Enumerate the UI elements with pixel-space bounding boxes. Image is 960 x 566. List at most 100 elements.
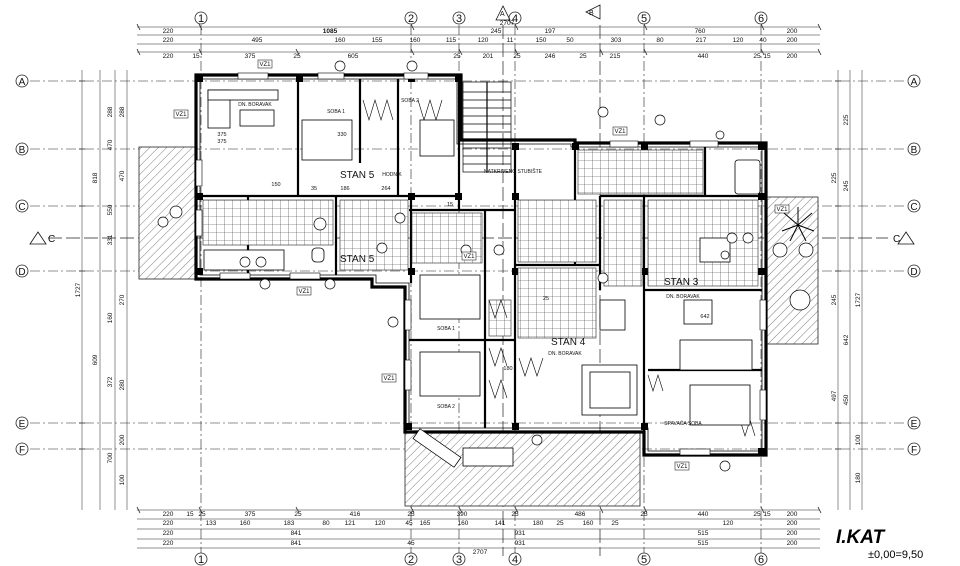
plant-icon — [781, 207, 815, 242]
svg-text:280: 280 — [119, 379, 126, 390]
svg-text:200: 200 — [787, 53, 798, 60]
table-stan5 — [239, 109, 275, 127]
svg-text:100: 100 — [855, 434, 862, 445]
svg-text:245: 245 — [831, 294, 838, 305]
room-spavaca-soba-3: SPAVAĆA SOBA — [664, 420, 702, 427]
east-terrace — [765, 196, 819, 345]
svg-text:160: 160 — [240, 520, 251, 527]
svg-text:642: 642 — [843, 334, 850, 345]
svg-text:201: 201 — [483, 53, 494, 60]
axis-3-top: 3 — [452, 11, 466, 25]
svg-text:25: 25 — [198, 511, 206, 518]
svg-text:45: 45 — [405, 520, 413, 527]
svg-text:818: 818 — [92, 172, 99, 183]
svg-text:440: 440 — [698, 511, 709, 518]
svg-text:5: 5 — [641, 554, 647, 566]
svg-text:264: 264 — [381, 186, 390, 192]
svg-text:331: 331 — [107, 234, 114, 245]
svg-text:200: 200 — [787, 520, 798, 527]
svg-text:VZ1: VZ1 — [298, 289, 310, 295]
svg-text:6: 6 — [758, 554, 764, 566]
vz-tag: VZ1 — [257, 59, 273, 69]
section-markers: C C A B — [29, 4, 915, 245]
kitchen-tiles-5 — [202, 199, 334, 246]
svg-text:25: 25 — [579, 53, 587, 60]
svg-text:180: 180 — [503, 366, 512, 372]
svg-text:VZ1: VZ1 — [676, 464, 688, 470]
apartment-stan-5: STAN 5 — [340, 170, 375, 181]
room-soba1-4: SOBA 1 — [437, 326, 455, 332]
svg-text:200: 200 — [787, 540, 798, 547]
vertical-dimension-texts: 1727 818 609 288 470 550 331 160 372 700… — [75, 106, 862, 485]
svg-text:486: 486 — [575, 511, 586, 518]
room-stubiste: NATKRIVENO STUBIŠTE — [484, 168, 543, 175]
sofa-stan4-inner — [589, 371, 631, 409]
svg-text:80: 80 — [656, 37, 664, 44]
svg-text:497: 497 — [831, 390, 838, 401]
svg-text:1727: 1727 — [75, 282, 82, 297]
vz-tags: VZ1 VZ1 VZ1 VZ1 VZ1 VZ1 VZ1 VZ1 — [173, 59, 790, 471]
bed-stan3 — [689, 384, 751, 426]
svg-text:4: 4 — [512, 554, 518, 566]
row-axis-markers: A B C D E F A B C D E F — [15, 74, 921, 456]
svg-text:25: 25 — [407, 511, 415, 518]
svg-text:246: 246 — [545, 53, 556, 60]
apartment-stan-3: STAN 3 — [664, 277, 699, 288]
axis-e-right: E — [907, 416, 921, 430]
svg-text:E: E — [19, 419, 26, 430]
svg-text:375: 375 — [245, 53, 256, 60]
room-soba1-5: SOBA 1 — [327, 109, 345, 115]
svg-text:B: B — [589, 10, 594, 17]
svg-text:11: 11 — [507, 37, 514, 44]
svg-text:180: 180 — [533, 520, 544, 527]
svg-text:1085: 1085 — [323, 28, 338, 35]
axis-b-right: B — [907, 142, 921, 156]
axis-4-bottom: 4 — [508, 552, 522, 566]
svg-text:120: 120 — [478, 37, 489, 44]
svg-text:B: B — [911, 145, 918, 156]
svg-text:25: 25 — [513, 53, 521, 60]
svg-text:1727: 1727 — [855, 292, 862, 307]
room-dn-boravak-3: DN. BORAVAK — [666, 294, 700, 300]
svg-text:A: A — [500, 11, 505, 18]
apartment-labels: STAN 5 STAN 5 STAN 4 STAN 3 — [340, 170, 699, 348]
svg-text:515: 515 — [698, 540, 709, 547]
vz-tag: VZ1 — [461, 251, 477, 261]
interior-dimension-texts: 375 330 375 150 186 264 35 15 25 180 642 — [217, 132, 709, 372]
svg-text:C: C — [893, 234, 900, 245]
svg-text:200: 200 — [787, 28, 798, 35]
svg-text:133: 133 — [206, 520, 217, 527]
section-c-left-marker: C — [29, 231, 55, 245]
svg-text:C: C — [910, 202, 917, 213]
svg-text:200: 200 — [787, 37, 798, 44]
svg-text:C: C — [48, 234, 55, 245]
svg-text:180: 180 — [855, 472, 862, 483]
svg-text:25: 25 — [294, 511, 302, 518]
room-labels: DN. BORAVAK SOBA 1 SOBA 2 HODNIK NATKRIV… — [238, 98, 702, 427]
svg-text:25: 25 — [640, 511, 648, 518]
axis-6-top: 6 — [754, 11, 768, 25]
svg-text:200: 200 — [119, 434, 126, 445]
svg-text:217: 217 — [696, 37, 707, 44]
dimension-texts: 2707 220 1085 245 197 760 200 220 495 16… — [163, 20, 798, 556]
svg-text:270: 270 — [119, 294, 126, 305]
svg-text:25: 25 — [453, 53, 461, 60]
svg-text:605: 605 — [348, 53, 359, 60]
svg-text:1: 1 — [198, 13, 204, 25]
apartment-stan-4: STAN 4 — [551, 337, 586, 348]
svg-text:303: 303 — [611, 37, 622, 44]
room-soba2-5: SOBA 2 — [401, 98, 419, 104]
svg-text:450: 450 — [843, 394, 850, 405]
bath-tiles-3b — [577, 149, 704, 195]
svg-text:220: 220 — [163, 540, 174, 547]
sheet-level: ±0,00=9,50 — [868, 549, 924, 561]
svg-text:160: 160 — [583, 520, 594, 527]
sofa-stan3 — [679, 339, 753, 371]
svg-text:375: 375 — [217, 132, 226, 138]
axis-b-left: B — [15, 142, 29, 156]
svg-text:760: 760 — [695, 28, 706, 35]
wardrobes — [362, 98, 756, 438]
svg-text:160: 160 — [458, 520, 469, 527]
svg-text:2: 2 — [408, 13, 414, 25]
bed-soba1-stan5 — [301, 119, 353, 161]
